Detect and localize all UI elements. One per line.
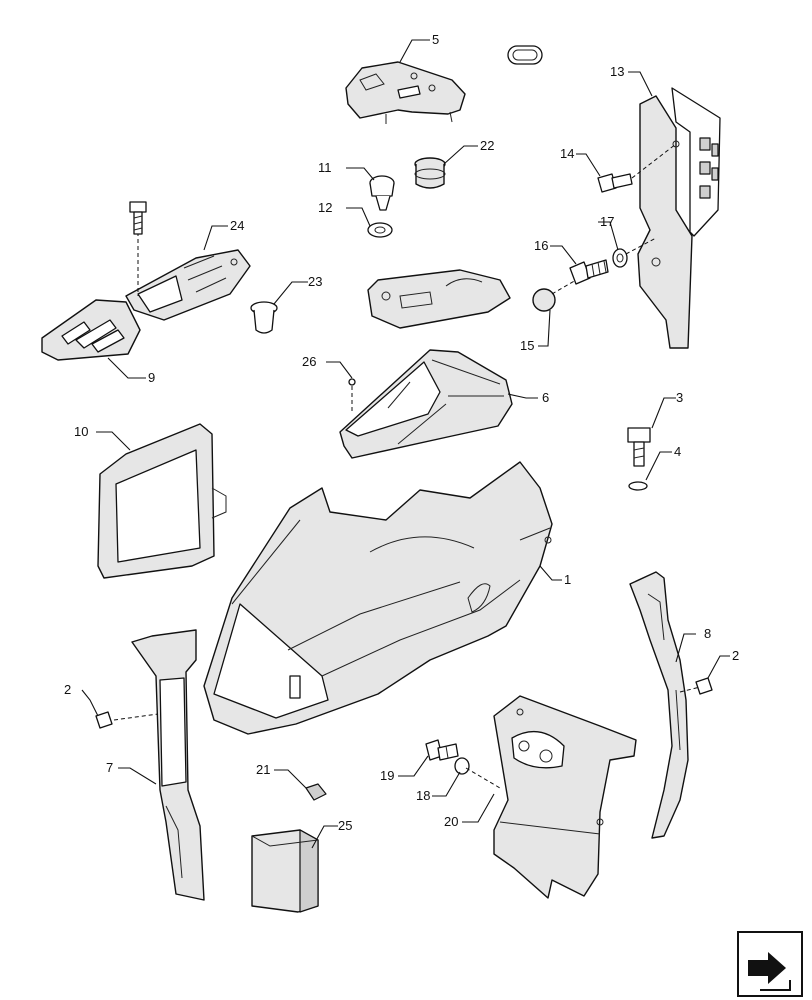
part-14-screw	[597, 143, 677, 193]
callout-24: 24	[230, 218, 244, 233]
part-2-screw-right	[695, 677, 713, 695]
callout-2-right: 2	[732, 648, 739, 663]
part-15-cap	[532, 279, 577, 312]
part-10-window-frame	[97, 423, 227, 579]
part-16-screw	[569, 259, 609, 285]
part-19-bolt	[425, 739, 459, 761]
callout-21: 21	[256, 762, 270, 777]
callout-5: 5	[432, 32, 439, 47]
callout-15: 15	[520, 338, 534, 353]
callout-23: 23	[308, 274, 322, 289]
part-7-left-pillar	[113, 629, 205, 901]
callout-6: 6	[542, 390, 549, 405]
part-25-block	[251, 829, 319, 913]
callout-12: 12	[318, 200, 332, 215]
callout-11: 11	[318, 160, 332, 175]
callout-22: 22	[480, 138, 494, 153]
part-8-right-pillar	[629, 571, 705, 839]
part-3-bolt	[627, 427, 651, 467]
callout-14: 14	[560, 146, 574, 161]
arrow-next-page-icon[interactable]	[737, 931, 803, 997]
part-4-washer	[628, 481, 648, 491]
part-20-panel	[493, 695, 637, 899]
callout-8: 8	[704, 626, 711, 641]
callout-25: 25	[338, 818, 352, 833]
callout-9: 9	[148, 370, 155, 385]
part-5-top-cover	[345, 61, 466, 124]
part-24-screw	[129, 201, 147, 235]
part-26-screw	[348, 378, 356, 386]
part-17-washer	[612, 237, 657, 268]
part-23-plug	[250, 301, 278, 334]
console-upper-shell	[367, 269, 511, 329]
callout-1: 1	[564, 572, 571, 587]
callout-16: 16	[534, 238, 548, 253]
callout-7: 7	[106, 760, 113, 775]
seal-ring	[507, 45, 543, 65]
part-22-grommet	[414, 157, 446, 189]
callout-10: 10	[74, 424, 88, 439]
part-12-nut	[367, 222, 393, 238]
callout-18: 18	[416, 788, 430, 803]
part-24-bracket	[125, 232, 251, 321]
callout-2-left: 2	[64, 682, 71, 697]
callout-26: 26	[302, 354, 316, 369]
callout-17: 17	[600, 214, 614, 229]
part-2-screw-left	[95, 711, 113, 729]
callout-19: 19	[380, 768, 394, 783]
part-18-washer	[454, 757, 501, 789]
callout-4: 4	[674, 444, 681, 459]
part-13-right-panel	[637, 87, 721, 349]
callout-3: 3	[676, 390, 683, 405]
callout-20: 20	[444, 814, 458, 829]
part-11-knob	[369, 175, 395, 211]
part-6-console	[339, 349, 513, 459]
callout-13: 13	[610, 64, 624, 79]
part-9-cover	[41, 299, 141, 361]
callout-leaders	[81, 39, 730, 849]
part-1-cab-body	[203, 461, 553, 735]
part-21-clip	[305, 783, 327, 801]
